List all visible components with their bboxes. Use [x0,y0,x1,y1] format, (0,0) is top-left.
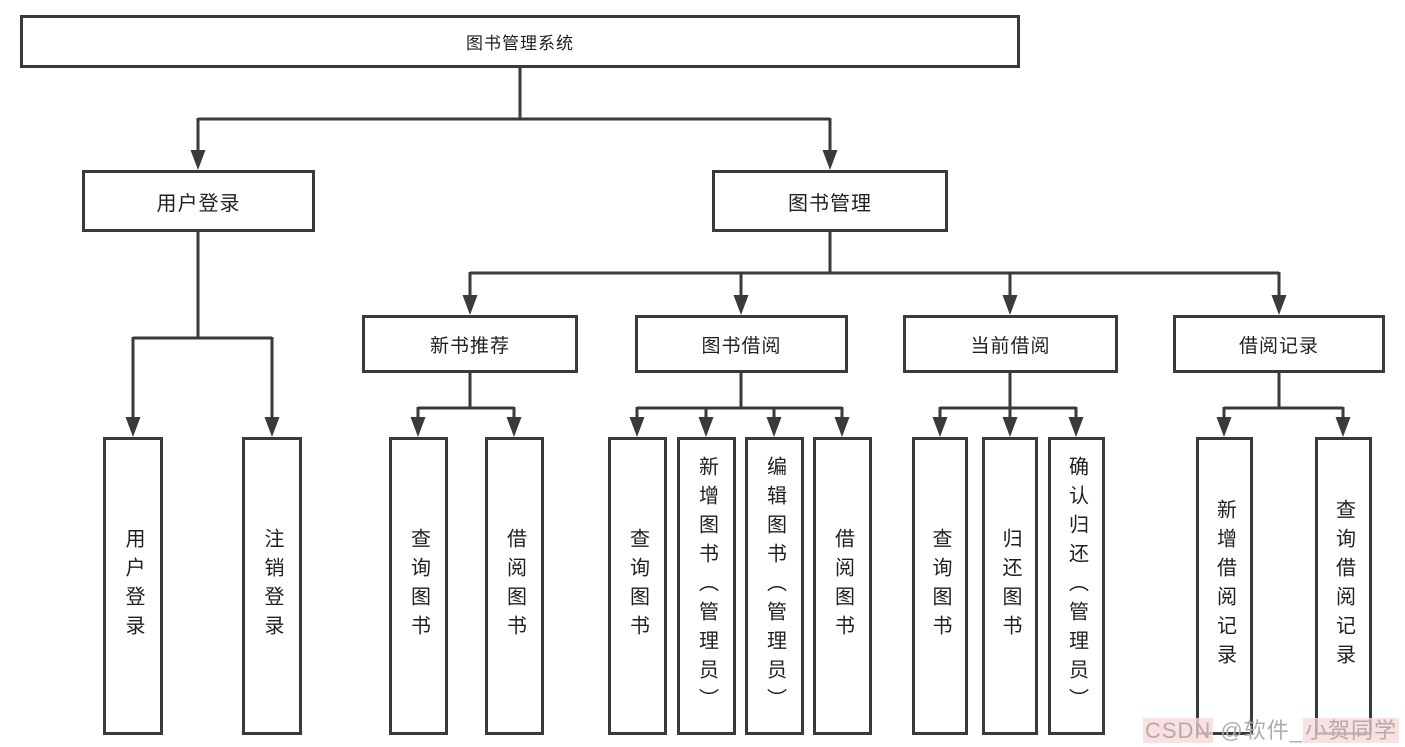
leaf-return-books: 归还图书 [982,437,1038,735]
leaf-edit-books-admin: 编辑图书（管理员） [745,437,804,735]
node-label: 用户登录 [122,528,144,644]
leaf-query-books-recommend: 查询图书 [389,437,448,735]
node-label: 新增借阅记录 [1213,499,1236,673]
node-library-management-system: 图书管理系统 [20,15,1020,68]
node-label: 查询图书 [929,528,951,644]
node-user-login: 用户登录 [82,170,315,232]
leaf-query-borrow-record: 查询借阅记录 [1315,437,1372,735]
node-label: 新增图书（管理员） [695,455,718,717]
node-label: 借阅图书 [831,528,854,644]
node-borrowing-records: 借阅记录 [1173,315,1385,373]
node-current-borrowing: 当前借阅 [903,315,1118,373]
leaf-add-books-admin: 新增图书（管理员） [677,437,736,735]
leaf-borrow-books-recommend: 借阅图书 [485,437,544,735]
node-book-management: 图书管理 [712,170,948,232]
watermark-username: 小贺同学 [1302,718,1399,743]
node-label: 查询借阅记录 [1332,499,1355,673]
watermark-at: @软件_ [1213,718,1303,743]
csdn-watermark: CSDN @软件_小贺同学 [1142,713,1399,745]
leaf-logout: 注销登录 [242,437,302,735]
node-label: 图书借阅 [701,335,782,357]
leaf-borrow-books: 借阅图书 [813,437,872,735]
node-label: 借阅图书 [503,528,526,644]
node-label: 图书管理系统 [466,34,574,53]
leaf-user-login: 用户登录 [103,437,163,735]
node-label: 借阅记录 [1238,335,1319,357]
node-label: 新书推荐 [429,335,510,357]
leaf-confirm-return-admin: 确认归还（管理员） [1048,437,1105,735]
node-label: 图书管理 [788,192,872,215]
leaf-query-books-current: 查询图书 [912,437,968,735]
node-label: 注销登录 [261,528,283,644]
leaf-add-borrow-record: 新增借阅记录 [1196,437,1253,735]
node-label: 当前借阅 [970,335,1051,357]
node-new-book-recommendation: 新书推荐 [362,315,578,373]
node-label: 确认归还（管理员） [1065,455,1088,717]
node-label: 查询图书 [626,528,649,644]
leaf-query-books-borrowing: 查询图书 [608,437,667,735]
node-label: 编辑图书（管理员） [763,455,786,717]
node-book-borrowing: 图书借阅 [635,315,848,373]
node-label: 归还图书 [999,528,1021,644]
node-label: 查询图书 [407,528,430,644]
node-label: 用户登录 [156,192,241,215]
watermark-brand: CSDN [1142,718,1214,743]
